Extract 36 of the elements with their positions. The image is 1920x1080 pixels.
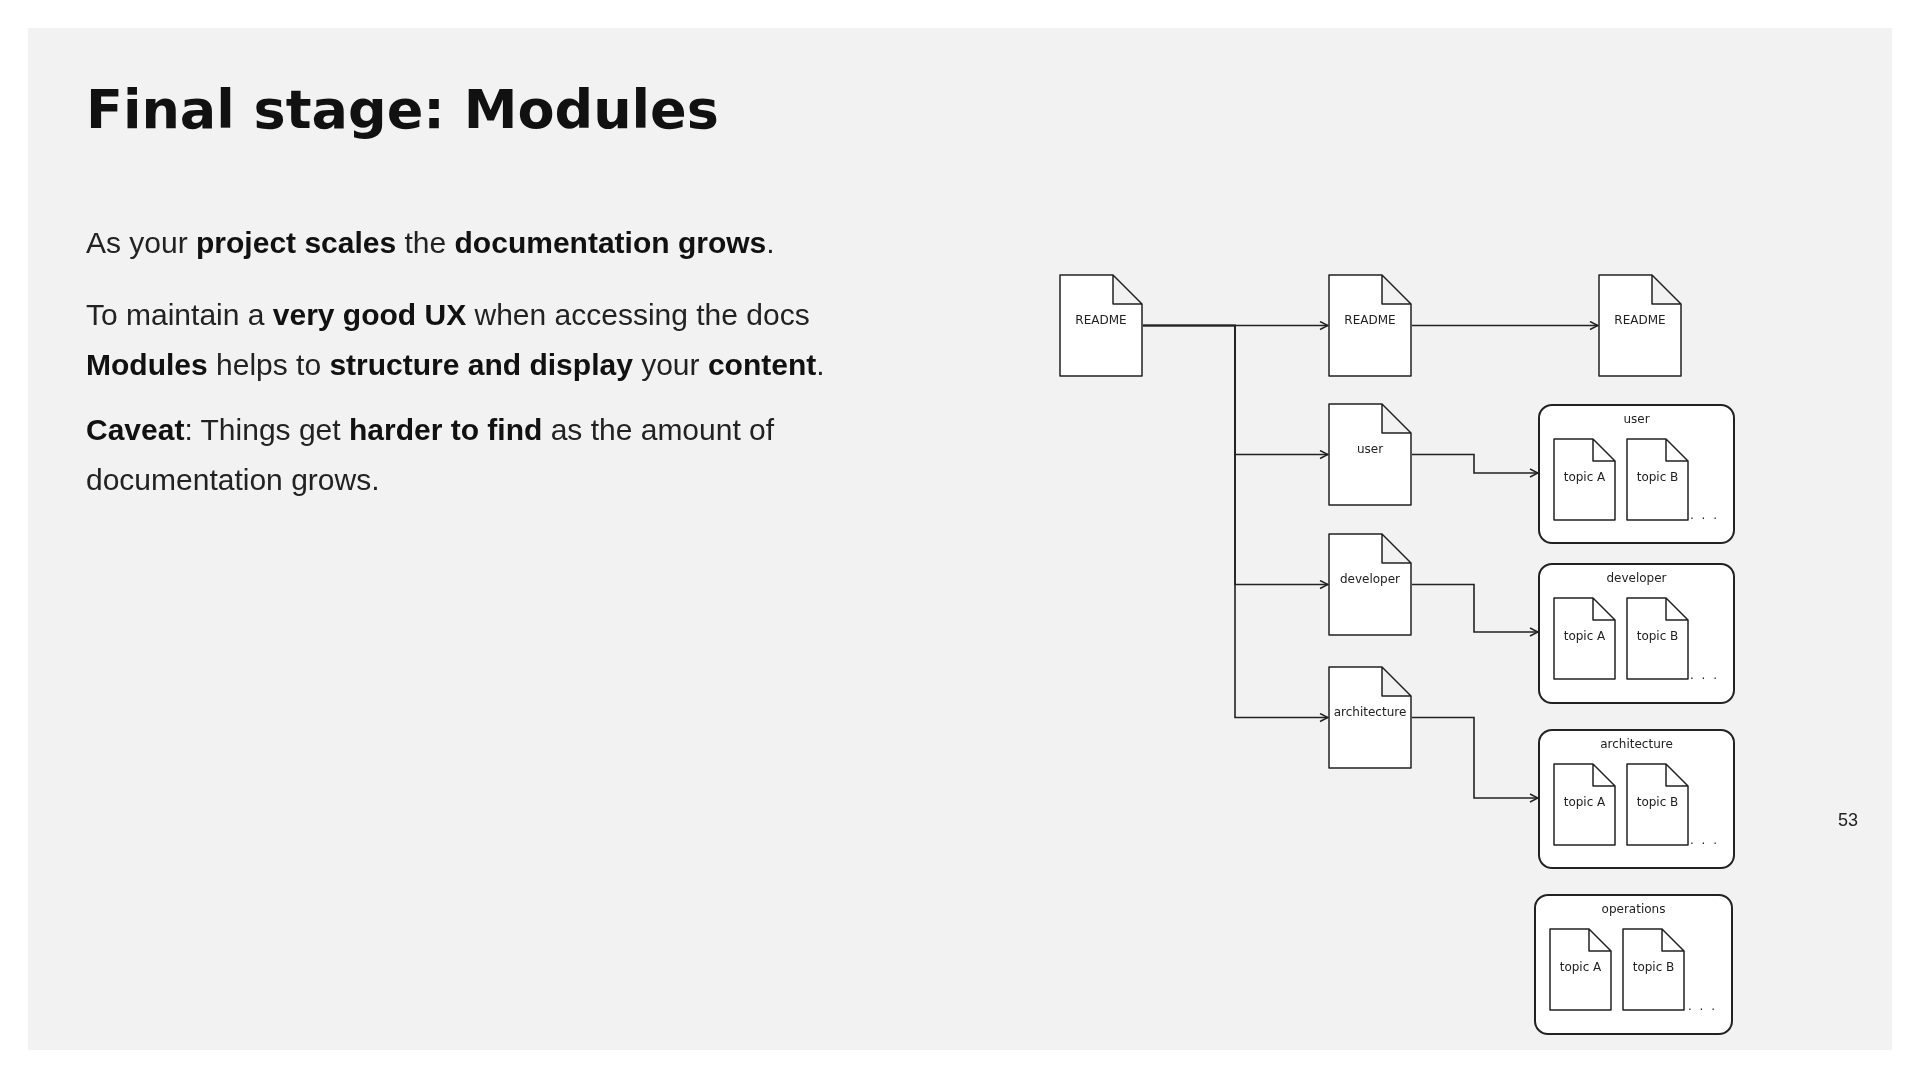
document-label: developer <box>1338 572 1402 587</box>
ellipsis-text: . . . <box>1689 833 1719 847</box>
document-label: README <box>1343 313 1397 328</box>
module-panel <box>1538 404 1735 544</box>
body-paragraph: As your project scales the documentation grows. <box>86 225 776 261</box>
arrow <box>1411 716 1539 803</box>
arrow <box>1411 453 1539 478</box>
document-label: README <box>1613 313 1667 328</box>
module-panel <box>1538 729 1735 869</box>
document-label: topic B <box>1635 469 1680 484</box>
arrow <box>1411 320 1599 331</box>
panel-title: user <box>1622 412 1651 426</box>
document-label: topic B <box>1635 628 1680 643</box>
ellipsis-text: . . . <box>1687 999 1717 1013</box>
ellipsis-text: . . . <box>1689 668 1719 682</box>
arrow <box>1142 324 1329 723</box>
module-panel <box>1538 563 1735 704</box>
slide-title: Final stage: Modules <box>86 78 719 141</box>
document-label: topic A <box>1562 469 1607 484</box>
panel-title: operations <box>1600 902 1667 916</box>
module-panel <box>1534 894 1733 1035</box>
document-label: topic B <box>1635 794 1680 809</box>
ellipsis-text: . . . <box>1689 508 1719 522</box>
document-label: topic B <box>1631 959 1676 974</box>
document-label: README <box>1074 313 1128 328</box>
page-number: 53 <box>1837 810 1858 831</box>
panel-title: architecture <box>1599 737 1674 751</box>
arrow <box>1411 583 1539 637</box>
document-label: topic A <box>1562 794 1607 809</box>
document-label: architecture <box>1332 705 1408 720</box>
body-paragraph: Caveat: Things get harder to find as the amount of documentation grows. <box>86 412 776 498</box>
document-label: topic A <box>1562 628 1607 643</box>
panel-title: developer <box>1605 571 1668 585</box>
document-label: user <box>1355 442 1385 457</box>
body-paragraph: To maintain a very good UX when accessing the docs Modules helps to structure and display your content. <box>86 297 826 383</box>
document-label: topic A <box>1558 959 1603 974</box>
